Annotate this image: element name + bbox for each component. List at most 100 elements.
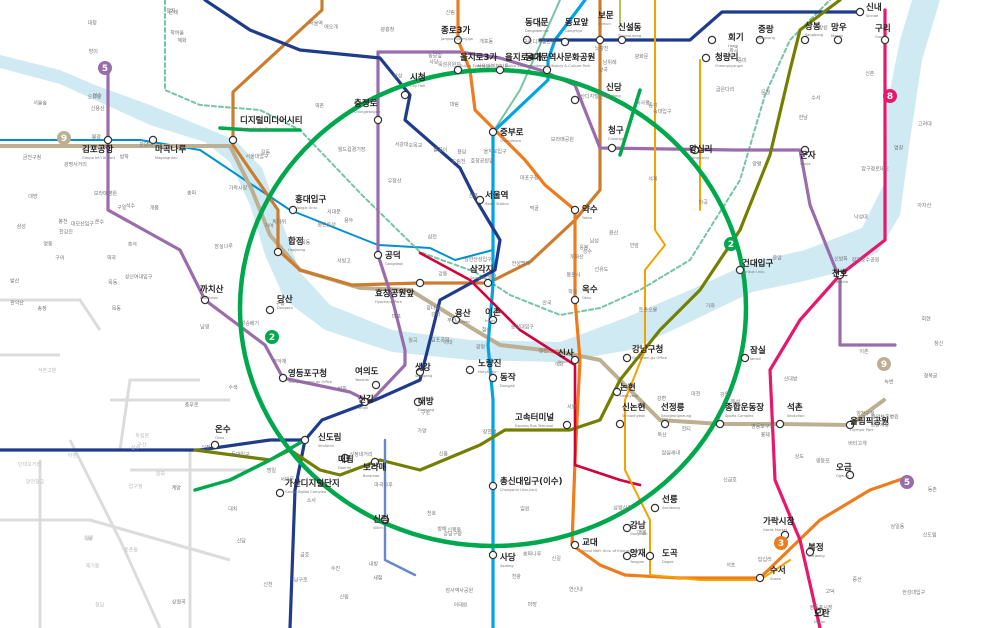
station-marker[interactable] (373, 250, 383, 260)
minor-station-label[interactable]: 우장산 (388, 177, 402, 184)
line-4[interactable] (486, 0, 587, 628)
minor-station-label[interactable]: 신목동 (296, 239, 310, 246)
minor-station-label[interactable]: 삼전 (428, 233, 438, 240)
minor-station-label[interactable]: 영등포시장 (810, 604, 833, 611)
minor-station-label[interactable]: 마곡나루 (374, 482, 393, 489)
minor-station-label[interactable]: 금천구청 (23, 154, 41, 161)
minor-station-label[interactable]: 일원 (520, 505, 530, 512)
minor-station-label[interactable]: 남한산성입구 (464, 256, 492, 263)
minor-station-label[interactable]: 대청 (88, 20, 97, 27)
minor-station-label[interactable]: 사당 (429, 59, 439, 66)
station-marker[interactable] (880, 35, 890, 45)
minor-station-label[interactable]: 당곡 (599, 67, 609, 74)
minor-station-label[interactable]: 제기동 (86, 563, 100, 570)
minor-station-label[interactable]: 김포 (85, 534, 95, 541)
minor-station-label[interactable]: 학여울 (170, 29, 184, 36)
minor-station-label[interactable]: 신용산 (91, 105, 105, 112)
minor-station-label[interactable]: 선유도 (595, 266, 609, 273)
minor-station-label[interactable]: 수서 (811, 94, 820, 101)
minor-station-label[interactable]: 안국 (542, 299, 552, 306)
line-6[interactable] (231, 0, 602, 287)
station-marker[interactable] (340, 453, 350, 463)
minor-station-label[interactable]: 독립문 (135, 432, 149, 439)
station-marker[interactable] (607, 143, 617, 153)
minor-station-label[interactable]: 증산 (853, 576, 863, 583)
line-5[interactable] (106, 50, 897, 404)
station-marker[interactable] (740, 353, 750, 363)
minor-station-label[interactable]: 무악재 (273, 358, 287, 365)
minor-station-label[interactable]: 거여 (265, 223, 274, 230)
minor-station-label[interactable]: 한강진 (59, 228, 73, 235)
station-marker[interactable] (210, 440, 220, 450)
minor-station-label[interactable]: 망원 (819, 24, 829, 31)
minor-station-label[interactable]: 마포 (392, 313, 402, 320)
station-marker[interactable] (645, 551, 655, 561)
station-marker[interactable] (615, 419, 625, 429)
minor-station-label[interactable]: 숙대입구 (653, 108, 672, 115)
station-marker[interactable] (453, 65, 463, 75)
minor-station-label[interactable]: 도림천 (452, 158, 466, 165)
minor-station-label[interactable]: 암사역사공원 (446, 587, 474, 594)
minor-station-label[interactable]: 신정 (201, 444, 210, 451)
station-marker[interactable] (265, 305, 275, 315)
minor-station-label[interactable]: 서울대벤처타운 (477, 63, 510, 70)
minor-station-label[interactable]: 이수 (93, 92, 103, 99)
minor-station-label[interactable]: 아현 (68, 452, 78, 459)
minor-station-label[interactable]: 명일 (267, 467, 277, 474)
minor-station-label[interactable]: 상도 (795, 453, 805, 460)
line-2-sinjeong-branch[interactable] (193, 438, 307, 492)
minor-station-label[interactable]: 월드컵경기장 (338, 146, 366, 153)
minor-station-label[interactable]: 이태원 (454, 601, 468, 608)
line-2-seongsu-link[interactable] (218, 126, 302, 132)
station-marker[interactable] (650, 503, 660, 513)
minor-station-label[interactable]: 문래 (169, 9, 179, 16)
minor-station-label[interactable]: 영등포 (816, 458, 830, 465)
minor-station-label[interactable]: 영등포구청 (751, 423, 774, 430)
station-marker[interactable] (228, 135, 238, 145)
minor-station-label[interactable]: 압구정로데오 (861, 166, 889, 173)
minor-station-label[interactable]: 남성 (590, 238, 599, 245)
minor-station-label[interactable]: 방이 (89, 48, 98, 55)
minor-station-label[interactable]: 안암 (630, 242, 640, 249)
minor-station-label[interactable]: 남위례 (603, 59, 617, 66)
minor-station-label[interactable]: 고덕 (826, 588, 835, 595)
minor-station-label[interactable]: 광나루 (426, 305, 440, 312)
minor-station-label[interactable]: 답십리 (758, 556, 772, 563)
station-marker[interactable] (522, 35, 532, 45)
station-marker[interactable] (622, 523, 632, 533)
minor-station-label[interactable]: 월곡 (408, 337, 418, 344)
station-markers[interactable] (103, 7, 890, 617)
minor-station-label[interactable]: 김포공항 (431, 337, 450, 344)
station-marker[interactable] (370, 457, 380, 467)
minor-station-label[interactable]: 송파나루 (523, 551, 542, 558)
minor-station-label[interactable]: 화곡 (729, 48, 739, 54)
minor-station-label[interactable]: 개봉 (150, 205, 160, 212)
station-marker[interactable] (570, 95, 580, 105)
station-marker[interactable] (845, 470, 855, 480)
minor-station-label[interactable]: 돌곶이 (433, 147, 447, 154)
station-marker[interactable] (453, 35, 463, 45)
minor-station-label[interactable]: 길동 (261, 149, 271, 156)
minor-station-label[interactable]: 뚝섬유원지 (438, 61, 461, 68)
minor-station-label[interactable]: 가좌 (706, 302, 716, 309)
minor-station-label[interactable]: 을지로입구 (484, 148, 507, 155)
minor-station-label[interactable]: 노량진 (595, 45, 609, 52)
station-label[interactable]: 총신대입구(이수)Chongshin Univ.(Isu) (500, 476, 563, 492)
station-marker[interactable] (775, 419, 785, 429)
